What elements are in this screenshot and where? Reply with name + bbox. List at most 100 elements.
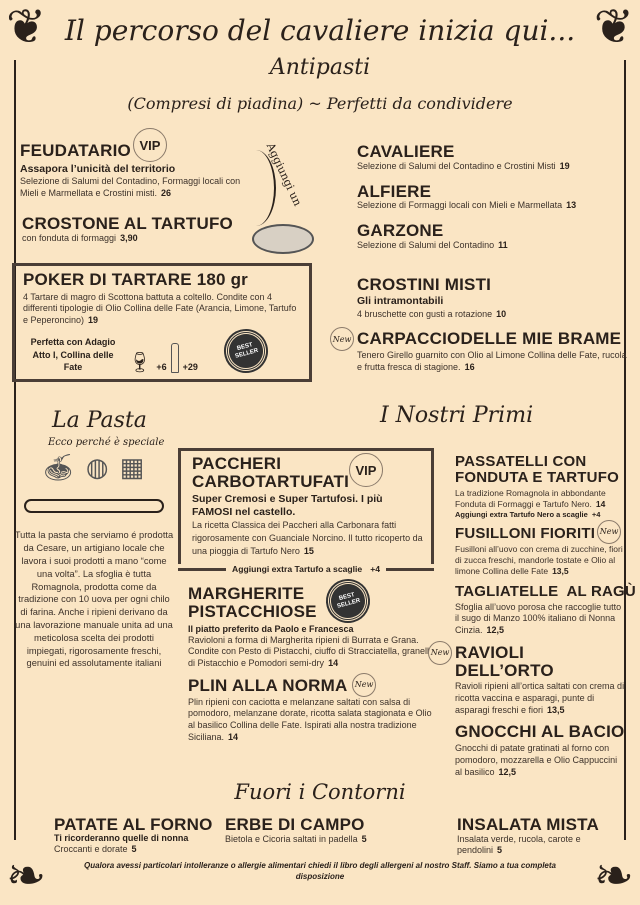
item-desc: Tenero Girello guarnito con Olio al Limo… [357,350,627,372]
extra-label: Aggiungi extra Tartufo Nero a scaglie [455,509,588,519]
menu-item-ravioli: RAVIOLI DELL’ORTO Ravioli ripieni all’or… [428,640,625,717]
item-price: 15 [303,546,314,557]
ornament-icon: ❧ [6,850,47,903]
section-heading-pasta: La Pasta [52,408,147,433]
ornament-icon: ❦ [6,1,47,54]
item-name: INSALATA MISTA [457,815,599,834]
bottle-price: +29 [182,361,198,372]
item-name: GARZONE [357,221,444,241]
item-price: 5 [361,833,367,844]
ornament-icon: ❦ [593,1,634,54]
extra-truffle: Aggiungi extra Tartufo a scaglie +4 [178,564,435,575]
item-tagline: Ti ricorderanno quelle di nonna [54,832,189,843]
item-price: 26 [161,187,172,198]
item-name: ERBE DI CAMPO [225,815,365,834]
allergen-notice: Qualora avessi particolari intolleranze … [84,861,556,882]
menu-item-alfiere: ALFIERE Selezione di Formaggi locali con… [357,182,632,213]
item-price: 10 [496,308,507,319]
item-desc: Ravioloni a forma di Margherita ripieni … [188,634,434,669]
item-desc: Fusilloni all’uovo con crema di zucchine… [455,543,623,576]
vip-badge: VIP [133,128,167,162]
item-name: RAVIOLI DELL’ORTO [455,642,554,680]
divider [178,567,226,571]
menu-item-crostone: CROSTONE AL TARTUFO con fonduta di forma… [22,215,247,245]
menu-item-plin: PLIN ALLA NORMA Plin ripieni con caciott… [188,672,434,744]
item-name: CAVALIERE [357,142,455,161]
pasta-column: La Pasta Ecco perché è speciale 🍝︎ ◍ ▦ T… [14,408,174,670]
wine-bottle-icon [170,342,179,373]
item-desc: Selezione di Salumi del Contadino, Forma… [20,175,241,198]
item-desc: Bietola e Cicoria saltati in padella [225,833,358,844]
pairing-row: Perfetta con Adagio Atto I, Collina dell… [23,323,301,378]
item-name: PLIN ALLA NORMA [188,675,348,695]
item-price: 14 [228,731,239,742]
pasta-subheading: Ecco perché è speciale [48,437,165,448]
item-name: PACCHERI CARBOTARTUFATI [192,454,350,491]
menu-item-margherite: MARGHERITE PISTACCHIOSE Il piatto prefer… [188,573,434,670]
menu-item-insalata: INSALATA MISTA Insalata verde, rucola, c… [457,816,607,855]
item-price: 14 [328,658,339,669]
glass-price: +6 [156,361,167,372]
new-badge: New [330,327,354,352]
item-desc: Selezione di Formaggi locali con Mieli e… [357,200,563,211]
item-desc: Sfoglia all’uovo porosa che raccoglie tu… [455,601,622,635]
wine-glass-icon: 🍷︎ [127,351,153,374]
menu-item-carpaccio: CARPACCIODELLE MIE BRAME Tenero Girello … [330,327,632,373]
wine-pairing: Perfetta con Adagio Atto I, Collina dell… [30,337,116,372]
item-price: 5 [131,843,137,854]
item-price: 12,5 [486,624,505,635]
item-name: PASSATELLI CON FONDUTA E TARTUFO [455,453,619,486]
item-name: PATATE AL FORNO [54,815,213,834]
menu-item-tagliatelle: TAGLIATELLE AL RAGÙ Sfoglia all’uovo por… [455,582,636,637]
item-price: 19 [559,160,570,171]
item-desc: Ravioli ripieni all’ortica saltati con c… [455,681,625,715]
section-heading-antipasti: Antipasti [269,55,371,80]
extra-price: +4 [370,564,381,575]
item-price: 16 [464,361,475,372]
divider [386,567,435,571]
new-badge: New [597,519,621,544]
item-name: MARGHERITE PISTACCHIOSE [188,583,317,621]
antipasti-right-column: CAVALIERE Selezione di Salumi del Contad… [330,142,632,373]
item-price: 13 [566,200,577,211]
rolling-pin-icon [24,499,164,514]
menu-item-patate: PATATE AL FORNO Ti ricorderanno quelle d… [54,816,219,855]
item-tagline: Il piatto preferito da Paolo e Francesca [188,623,354,634]
best-seller-badge: BEST SELLER [321,573,375,628]
item-desc: con fonduta di formaggi [22,233,117,244]
item-desc: Selezione di Salumi del Contadino [357,239,495,250]
item-desc: Plin ripieni con caciotta e melanzane sa… [188,696,432,742]
item-desc: 4 Tartare di magro di Scottona battuta a… [23,291,297,326]
item-desc: La ricetta Classica dei Paccheri alla Ca… [192,519,423,557]
section-heading-contorni: Fuori i Contorni [234,780,406,804]
item-desc: Gnocchi di patate gratinati al forno con… [455,743,618,777]
vip-badge: VIP [349,453,383,487]
item-price: 3,90 [120,233,138,244]
item-price: 13,5 [547,704,565,715]
best-seller-badge: BEST SELLER [218,323,273,378]
item-name: TAGLIATELLE AL RAGÙ [455,582,636,600]
badge-holder: BEST SELLER [218,323,276,378]
item-name: CARPACCIODELLE MIE BRAME [357,329,622,349]
item-tagline: Gli intramontabili [357,295,444,308]
menu-item-passatelli: PASSATELLI CON FONDUTA E TARTUFO La trad… [455,454,625,519]
extra-label: Aggiungi extra Tartufo a scaglie [232,564,363,575]
item-desc: Insalata verde, rucola, carote e pendoli… [457,833,581,855]
item-desc: La tradizione Romagnola in abbondante Fo… [455,487,606,509]
menu-item-crostini: CROSTINI MISTI Gli intramontabili 4 brus… [357,274,632,321]
primi-right-column: PASSATELLI CON FONDUTA E TARTUFO La trad… [428,454,636,778]
antipasti-left-column: FEUDATARIO Assapora l’unicità del territ… [12,128,312,382]
page-title: Il percorso del cavaliere inizia qui... [64,14,576,47]
pasta-description: Tutta la pasta che serviamo é prodotta d… [14,530,174,669]
menu-item-poker: POKER DI TARTARE 180 gr 4 Tartare di mag… [12,262,312,382]
item-name: CROSTINI MISTI [357,274,492,294]
bread-icon [252,224,314,254]
item-name: GNOCCHI AL BACIO [455,722,625,742]
item-name: POKER DI TARTARE 180 gr [23,269,249,289]
item-price: 12,5 [498,766,517,777]
menu-item-fusilloni: FUSILLONI FIORITI Fusilloni all’uovo con… [455,519,625,577]
item-name: FUSILLONI FIORITI [455,524,596,542]
item-desc: Croccanti e dorate [54,843,128,854]
menu-item-paccheri: PACCHERI CARBOTARTUFATI Super Cremosi e … [178,448,434,565]
border-line [14,60,16,840]
